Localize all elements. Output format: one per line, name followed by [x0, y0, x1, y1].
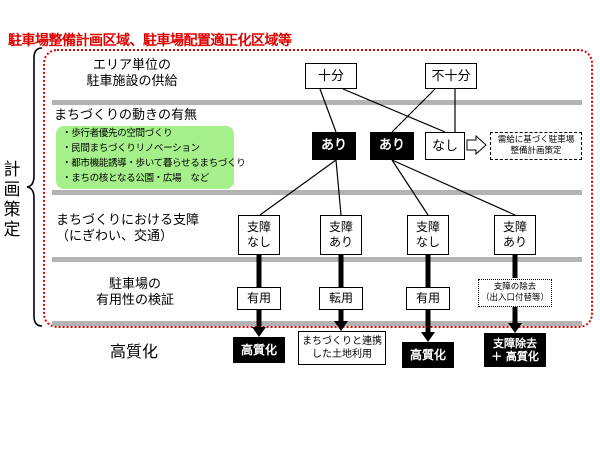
- row-divider: [52, 321, 582, 326]
- row-label-supply: エリア単位の駐車施設の供給: [86, 58, 178, 89]
- movement-no-box: なし: [425, 132, 465, 160]
- result-quality-box: 高質化: [402, 342, 454, 368]
- row-divider: [52, 100, 582, 105]
- row-label-verification: 駐車場の有用性の検証: [95, 277, 174, 308]
- obstacle-exists-box: 支障あり: [320, 215, 362, 255]
- diagram-title: 駐車場整備計画区域、駐車場配置適正化区域等: [8, 33, 292, 49]
- movement-examples-box: [56, 126, 234, 189]
- supply-sufficient-box: 十分: [305, 63, 357, 89]
- result-quality-box: 高質化: [233, 337, 285, 363]
- side-label-planning: 計画策定: [3, 160, 21, 240]
- result-land-use-box: まちづくりと連携した土地利用: [298, 331, 386, 365]
- row-divider: [52, 257, 582, 262]
- left-brace: [26, 47, 43, 327]
- movement-example-item: ・都市機能誘導・歩いて暮らせるまちづくり: [62, 158, 246, 169]
- movement-yes-box: あり: [370, 132, 414, 160]
- conventional-plan-box: 需給に基づく駐車場整備計画策定: [490, 132, 582, 160]
- result-remove-quality-box: 支障除去＋ 高質化: [484, 333, 546, 367]
- obstacle-none-box: 支障なし: [238, 215, 280, 255]
- verification-convert-box: 転用: [319, 287, 363, 310]
- row-label-quality: 高質化: [110, 342, 159, 361]
- movement-example-item: ・歩行者優先の空間づくり: [62, 128, 173, 139]
- movement-yes-box: あり: [312, 132, 356, 160]
- verification-remove-box: 支障の除去（出入口付替等）: [478, 279, 552, 307]
- planning-area-frame: [43, 49, 593, 328]
- row-label-obstacle: まちづくりにおける支障（にぎわい、交通）: [56, 213, 200, 244]
- movement-example-item: ・民間まちづくりリノベーション: [62, 143, 200, 154]
- obstacle-exists-box: 支障あり: [494, 215, 536, 255]
- verification-useful-box: 有用: [406, 287, 450, 310]
- verification-useful-box: 有用: [237, 287, 281, 310]
- row-divider: [52, 190, 582, 195]
- row-label-movement: まちづくりの動きの有無: [54, 108, 198, 123]
- supply-insufficient-box: 不十分: [425, 63, 477, 89]
- obstacle-none-box: 支障なし: [407, 215, 449, 255]
- movement-example-item: ・まちの核となる公園・広場 など: [62, 173, 209, 184]
